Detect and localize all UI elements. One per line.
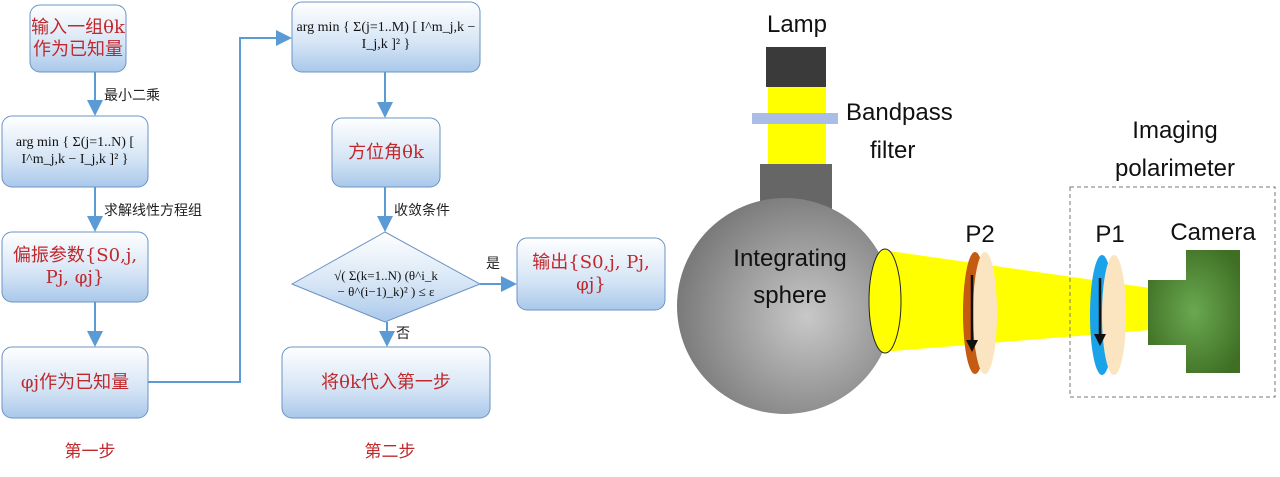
- step1-label: 第一步: [64, 441, 116, 462]
- box-substitute-shape: [281, 346, 491, 419]
- imaging-polarimeter-box: [1069, 186, 1276, 398]
- step2-label: 第二步: [364, 441, 416, 462]
- bandpass-label-2: filter: [870, 136, 916, 164]
- box-phi-known: φj作为已知量: [20, 371, 130, 393]
- polarizer-p1: [1090, 255, 1126, 375]
- bandpass-label-1: Bandpass: [846, 98, 953, 126]
- box-input-theta: 输入一组θk 作为已知量: [30, 5, 126, 72]
- light-beam: [882, 250, 1150, 352]
- box-input-line-1: 输入一组θk: [31, 16, 125, 38]
- rotation-arrow-icon: [966, 340, 978, 352]
- box-azimuth: 方位角θk: [348, 141, 424, 163]
- box-azimuth-shape: [331, 117, 441, 188]
- box-phi-known-shape: [1, 346, 149, 419]
- box-input-theta-shape: [29, 4, 127, 73]
- camera: [1148, 250, 1240, 373]
- p1-label: P1: [1095, 220, 1125, 248]
- p2-label: P2: [965, 220, 995, 248]
- sphere-label-1: Integrating: [733, 244, 847, 272]
- box-argmin-n-shape: [1, 115, 149, 188]
- lamp-label: Lamp: [766, 10, 828, 38]
- rotation-arrow-icon: [1094, 334, 1106, 346]
- decision-convergence: √( Σ(k=1..N) (θ^i_k − θ^(i−1)_k)² ) ≤ ε: [334, 268, 438, 299]
- lamp: [766, 47, 826, 87]
- edge-label-solve-linear: 求解线性方程组: [104, 202, 202, 219]
- edge-label-convergence: 收敛条件: [394, 202, 450, 219]
- camera-label: Camera: [1170, 218, 1256, 246]
- box-substitute: 将θk代入第一步: [321, 371, 451, 393]
- sphere-port: [868, 248, 902, 354]
- edge-label-yes: 是: [486, 255, 500, 272]
- box-input-line-2: 作为已知量: [33, 38, 123, 60]
- edge-label-least-squares: 最小二乘: [104, 87, 160, 104]
- box-output-shape: [516, 237, 666, 311]
- integrating-sphere: [677, 198, 893, 414]
- bandpass-filter: [752, 113, 838, 124]
- decision-shape: [290, 231, 482, 323]
- box-polarization-params-shape: [1, 231, 149, 303]
- box-argmin-n: arg min { Σ(j=1..N) [ I^m_j,k − I_j,k ]²…: [15, 134, 135, 167]
- box-polarization-params: 偏振参数{S0,j, Pj, φj}: [12, 245, 138, 288]
- imaging-label-2: polarimeter: [1114, 154, 1236, 182]
- polarizer-p2: [963, 252, 997, 374]
- box-output: 输出{S0,j, Pj, φj}: [532, 252, 650, 295]
- box-argmin-m-shape: [291, 1, 481, 73]
- flow-connectors: [87, 30, 517, 383]
- edge-label-no: 否: [396, 325, 410, 342]
- imaging-label-1: Imaging: [1132, 116, 1218, 144]
- box-argmin-m: arg min { Σ(j=1..M) [ I^m_j,k − I_j,k ]²…: [296, 20, 476, 52]
- lamp-beam: [768, 87, 826, 166]
- sphere-label-2: sphere: [753, 281, 827, 309]
